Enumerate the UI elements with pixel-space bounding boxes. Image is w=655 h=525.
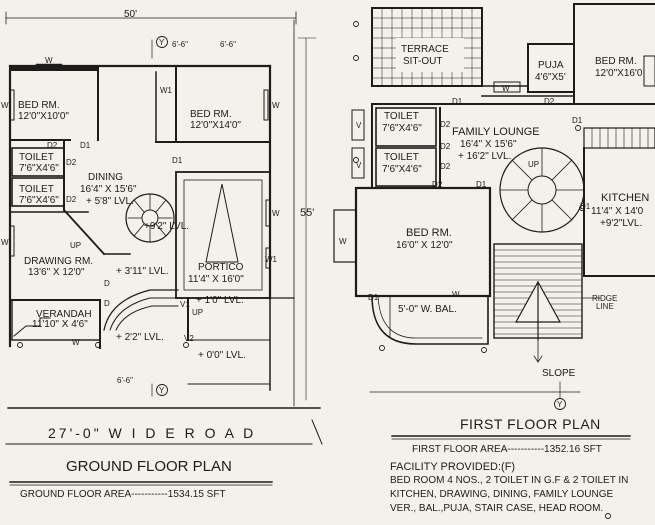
gf-tag-up1: UP (70, 241, 82, 250)
gf-tag-d2a: D2 (47, 141, 58, 150)
ff-tag-v1: V (356, 121, 362, 130)
ff-tag-d2a: D2 (440, 120, 451, 129)
gf-bed1-size: 12'0"X10'0" (18, 111, 69, 122)
ff-terrace-name: TERRACE (401, 44, 449, 55)
facility-heading: FACILITY PROVIDED:(F) (390, 461, 516, 473)
ff-ridge-line-label: LINE (596, 302, 614, 311)
ff-ridge-label: RIDGE (592, 294, 618, 303)
gf-area-text: GROUND FLOOR AREA-----------1534.15 SFT (20, 489, 226, 500)
ff-toilet2-name: TOILET (384, 152, 419, 163)
gf-tag-w-top: W (45, 56, 53, 65)
gf-level-1-0: + 1'0" LVL. (196, 295, 244, 306)
gf-tag-w-r2: W (272, 209, 280, 218)
gf-tag-d2b: D2 (66, 158, 77, 167)
gf-portico-name: PORTICO (198, 262, 244, 273)
grid-marker-gf-bottom: Y (159, 386, 165, 395)
ff-tag-d1a: D1 (452, 97, 463, 106)
grid-marker-gf-top: Y (159, 38, 165, 47)
gf-drawing-name: DRAWING RM. (24, 256, 94, 267)
ff-tag-w-bed: W (339, 237, 347, 246)
ff-lounge-name: FAMILY LOUNGE (452, 126, 540, 138)
ff-area-text: FIRST FLOOR AREA-----------1352.16 SFT (412, 444, 602, 455)
grid-markers (156, 36, 566, 410)
facility-line-2: KITCHEN, DRAWING, DINING, FAMILY LOUNGE (390, 489, 614, 500)
gf-tag-d1a: D1 (80, 141, 91, 150)
ff-tag-d1b: D1 (572, 116, 583, 125)
gf-tag-w-bot: W (72, 338, 80, 347)
grid-marker-ff: Y (557, 400, 563, 409)
gf-bed1-name: BED RM. (18, 100, 60, 111)
ff-tag-d2-puja: D2 (544, 97, 555, 106)
ff-lounge-size: 16'4" X 15'6" (460, 139, 517, 150)
gf-plan-title: GROUND FLOOR PLAN (66, 458, 232, 475)
gf-road-label: 27'-0" W I D E R O A D (48, 425, 257, 441)
gf-level-2-2: + 2'2" LVL. (116, 332, 164, 343)
gf-tag-v1: V1 (180, 300, 190, 309)
facility-line-3: VER., BAL.,PUJA, STAIR CASE, HEAD ROOM. (390, 503, 604, 514)
ff-tag-d2d: D2 (432, 180, 443, 189)
gf-bed2-size: 12'0"X14'0" (190, 120, 241, 131)
ff-tag-d2c: D2 (440, 162, 451, 171)
ff-tag-d1d: D1 (580, 202, 591, 211)
gf-tag-w-left: W (1, 101, 9, 110)
ff-toilet1-name: TOILET (384, 111, 419, 122)
ff-tag-w-a: W (502, 84, 510, 93)
ff-plan-title: FIRST FLOOR PLAN (460, 416, 601, 432)
ff-tag-v2: V (356, 161, 362, 170)
dim-gf-bottom: 6'-6" (117, 376, 133, 385)
ff-tag-d1e: D1 (368, 293, 379, 302)
gf-toilet2-size: 7'6"X4'6" (19, 195, 59, 206)
gf-tag-d2c: D2 (66, 195, 77, 204)
top-dimension-label: 50' (124, 9, 138, 20)
gf-toilet2-name: TOILET (19, 184, 54, 195)
ff-slope-label: SLOPE (542, 368, 576, 379)
dim-gf-top-a: 6'-6" (172, 40, 188, 49)
ff-tag-up: UP (528, 160, 540, 169)
facility-line-1: BED ROOM 4 NOS., 2 TOILET IN G.F & 2 TOI… (390, 475, 629, 486)
ff-terrace-sub: SIT-OUT (403, 56, 443, 67)
ff-bed-tr-name: BED RM. (595, 56, 637, 67)
ff-bed-name: BED RM. (406, 227, 452, 239)
gf-toilet1-name: TOILET (19, 152, 54, 163)
ff-tag-w-bot: W (452, 290, 460, 299)
gf-level-3-11: + 3'11" LVL. (116, 266, 169, 277)
gf-verandah-size: 11'10" X 4'6" (32, 319, 88, 330)
gf-toilet1-size: 7'6"X4'6" (19, 163, 59, 174)
ff-tag-d1c: D1 (476, 180, 487, 189)
gf-tag-w1: W1 (160, 86, 172, 95)
ff-balcony-label: 5'-0" W. BAL. (398, 304, 457, 315)
side-dimension-label: 55' (300, 207, 315, 219)
ff-tag-d2b: D2 (440, 142, 451, 151)
ff-toilet1-size: 7'6"X4'6" (382, 123, 422, 134)
ff-bed-tr-size: 12'0"X16'0 (595, 68, 643, 79)
gf-tag-w-r1: W (272, 101, 280, 110)
gf-tag-up2: UP (192, 308, 204, 317)
ff-kitchen-name: KITCHEN (601, 192, 650, 204)
ff-puja-size: 4'6"X5' (535, 72, 566, 83)
gf-tag-w-left2: W (1, 238, 9, 247)
gf-dining-level: + 5'8" LVL. (86, 196, 134, 207)
gf-verandah-name: VERANDAH (36, 309, 92, 320)
gf-drawing-size: 13'6" X 12'0" (28, 267, 85, 278)
ff-kitchen-level: +9'2"LVL. (600, 218, 643, 229)
gf-bed2-name: BED RM. (190, 109, 232, 120)
gf-tag-d-a: D (104, 279, 110, 288)
ff-lounge-level: + 16'2" LVL. (458, 151, 512, 162)
ff-bed-size: 16'0" X 12'0" (396, 240, 453, 251)
gf-dining-name: DINING (88, 172, 123, 183)
ff-kitchen-size: 11'4" X 14'0 (591, 206, 644, 217)
gf-tag-d-b: D (104, 299, 110, 308)
gf-tag-w1b: W1 (265, 255, 277, 264)
ff-toilet2-size: 7'6"X4'6" (382, 164, 422, 175)
dim-gf-top-b: 6'-6" (220, 40, 236, 49)
gf-tag-v2: V2 (184, 334, 194, 343)
gf-portico-size: 11'4" X 16'0" (188, 274, 244, 285)
gf-dining-size: 16'4" X 15'6" (80, 184, 137, 195)
gf-level-9-2: +9'2" LVL. (144, 221, 190, 232)
gf-level-0-0: + 0'0" LVL. (198, 350, 246, 361)
plan-linework (5, 3, 655, 519)
gf-tag-d1b: D1 (172, 156, 183, 165)
ff-puja-name: PUJA (538, 60, 564, 71)
